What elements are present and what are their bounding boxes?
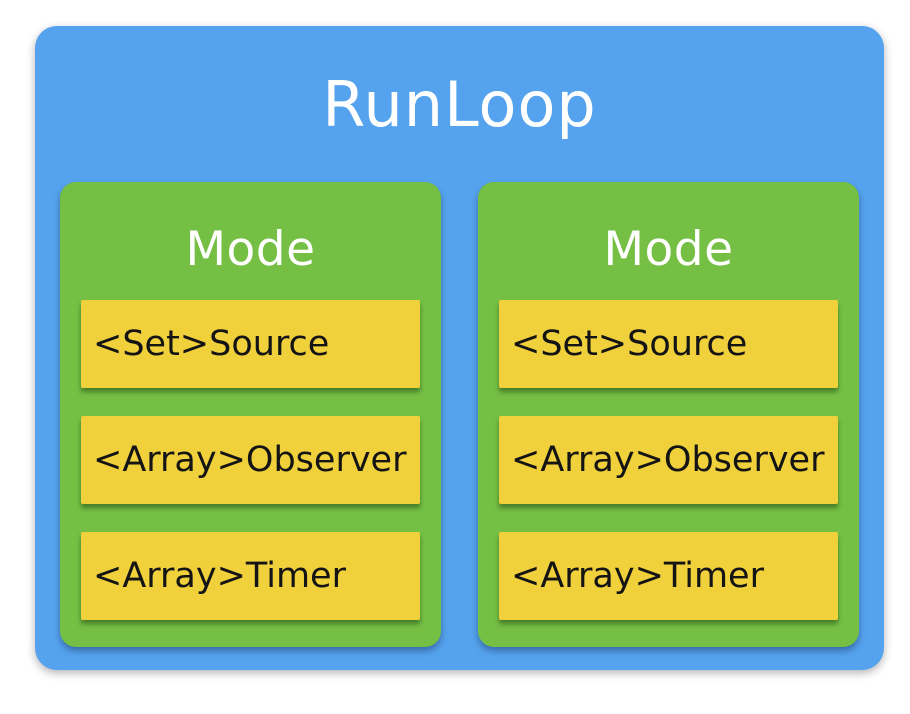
mode-title: Mode <box>603 221 734 277</box>
mode-box-right: Mode <Set>Source <Array>Observer <Array>… <box>478 182 859 647</box>
mode-item-array-timer: <Array>Timer <box>499 532 838 620</box>
mode-title: Mode <box>185 221 316 277</box>
mode-item-array-observer: <Array>Observer <box>81 416 420 504</box>
mode-item-set-source: <Set>Source <box>499 300 838 388</box>
mode-box-left: Mode <Set>Source <Array>Observer <Array>… <box>60 182 441 647</box>
modes-row: Mode <Set>Source <Array>Observer <Array>… <box>60 182 859 647</box>
runloop-container: RunLoop Mode <Set>Source <Array>Observer… <box>35 26 884 670</box>
runloop-title: RunLoop <box>322 67 597 141</box>
mode-item-array-timer: <Array>Timer <box>81 532 420 620</box>
mode-item-set-source: <Set>Source <box>81 300 420 388</box>
mode-item-array-observer: <Array>Observer <box>499 416 838 504</box>
